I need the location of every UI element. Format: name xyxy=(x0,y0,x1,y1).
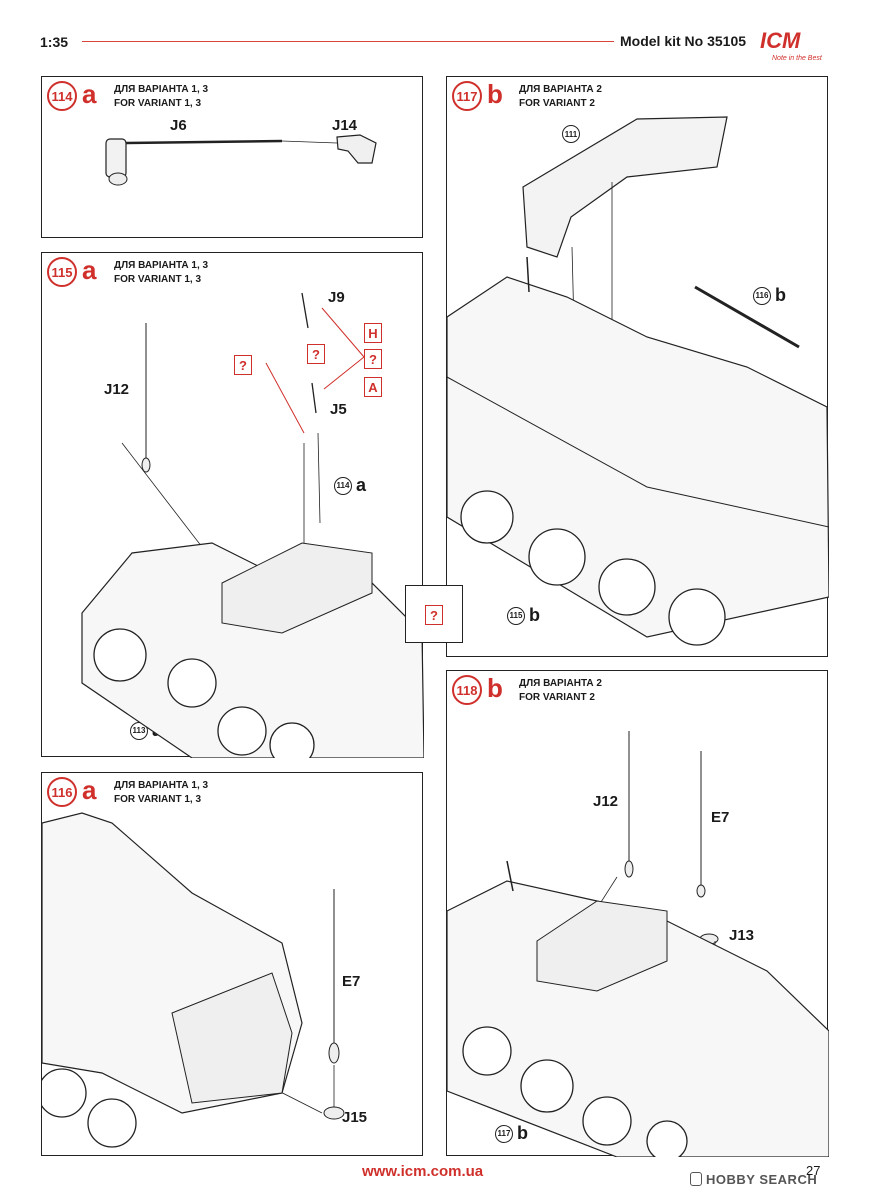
ref-111: 111 xyxy=(562,125,580,143)
step-letter: a xyxy=(82,255,97,285)
variant-text: ДЛЯ ВАРІАНТА 1, 3 FOR VARIANT 1, 3 xyxy=(114,259,208,287)
step-number: 115 xyxy=(47,257,77,287)
part-j12: J12 xyxy=(104,381,130,398)
color-code-unknown: ? xyxy=(364,349,382,369)
step-number: 116 xyxy=(47,777,77,807)
step-118b-panel: 118 b ДЛЯ ВАРІАНТА 2 FOR VARIANT 2 J12 E… xyxy=(446,670,829,1157)
color-code-mid: ? xyxy=(307,344,325,364)
step-letter: a xyxy=(82,79,97,109)
step-114a-drawing xyxy=(105,134,377,186)
watermark-text: HOBBY SEARCH xyxy=(706,1172,818,1187)
icm-logo: ICM xyxy=(760,28,801,53)
logo-tagline: Note in the Best xyxy=(772,55,822,62)
step-number: 114 xyxy=(47,81,77,111)
step-115a-panel: 115 a ДЛЯ ВАРІАНТА 1, 3 FOR VARIANT 1, 3… xyxy=(41,252,424,758)
step-114a-panel: 114 a ДЛЯ ВАРІАНТА 1, 3 FOR VARIANT 1, 3… xyxy=(41,76,423,238)
color-code-a: A xyxy=(364,377,382,397)
step-letter: b xyxy=(487,79,503,109)
variant-en: FOR VARIANT 2 xyxy=(519,98,595,109)
color-code-h: H xyxy=(364,323,382,343)
scale-label: 1:35 xyxy=(40,34,69,50)
part-e7: E7 xyxy=(711,809,730,826)
variant-text: ДЛЯ ВАРІАНТА 2 FOR VARIANT 2 xyxy=(519,83,602,111)
part-j12: J12 xyxy=(593,793,619,810)
variant-ua: ДЛЯ ВАРІАНТА 1, 3 xyxy=(114,84,209,95)
center-color-code: ? xyxy=(425,605,443,625)
part-j5: J5 xyxy=(330,401,347,418)
variant-text: ДЛЯ ВАРІАНТА 1, 3 FOR VARIANT 1, 3 xyxy=(114,779,208,807)
step-117b-drawing xyxy=(447,116,829,646)
part-j13: J13 xyxy=(729,927,755,944)
model-kit-number: Model kit No 35105 xyxy=(620,33,747,49)
watermark-icon xyxy=(690,1172,702,1186)
step-letter: b xyxy=(487,673,503,703)
step-number: 118 xyxy=(452,675,482,705)
website-link[interactable]: www.icm.com.ua xyxy=(362,1163,484,1180)
step-116a-drawing xyxy=(42,812,345,1148)
header-rule xyxy=(82,41,614,42)
variant-en: FOR VARIANT 1, 3 xyxy=(114,794,202,805)
variant-en: FOR VARIANT 1, 3 xyxy=(114,274,202,285)
variant-text: ДЛЯ ВАРІАНТА 1, 3 FOR VARIANT 1, 3 xyxy=(114,83,208,111)
variant-ua: ДЛЯ ВАРІАНТА 1, 3 xyxy=(114,260,209,271)
step-letter: a xyxy=(82,775,97,805)
step-number: 117 xyxy=(452,81,482,111)
variant-ua: ДЛЯ ВАРІАНТА 2 xyxy=(519,678,602,689)
center-code-box: ? xyxy=(405,585,463,643)
part-j14: J14 xyxy=(332,117,358,134)
variant-ua: ДЛЯ ВАРІАНТА 2 xyxy=(519,84,602,95)
step-117b-panel: 117 b ДЛЯ ВАРІАНТА 2 FOR VARIANT 2 111 1… xyxy=(446,76,829,657)
part-e7: E7 xyxy=(342,973,361,990)
page-number: 27 xyxy=(806,1163,821,1178)
part-j15: J15 xyxy=(342,1109,368,1126)
step-116a-panel: 116 a ДЛЯ ВАРІАНТА 1, 3 FOR VARIANT 1, 3… xyxy=(41,772,423,1156)
variant-text: ДЛЯ ВАРІАНТА 2 FOR VARIANT 2 xyxy=(519,677,602,705)
step-115a-drawing xyxy=(81,292,424,758)
step-118b-drawing xyxy=(447,731,829,1157)
part-j9: J9 xyxy=(328,289,345,306)
part-j6: J6 xyxy=(170,117,187,134)
variant-ua: ДЛЯ ВАРІАНТА 1, 3 xyxy=(114,780,209,791)
variant-en: FOR VARIANT 1, 3 xyxy=(114,98,202,109)
color-code-left: ? xyxy=(234,355,252,375)
variant-en: FOR VARIANT 2 xyxy=(519,692,595,703)
